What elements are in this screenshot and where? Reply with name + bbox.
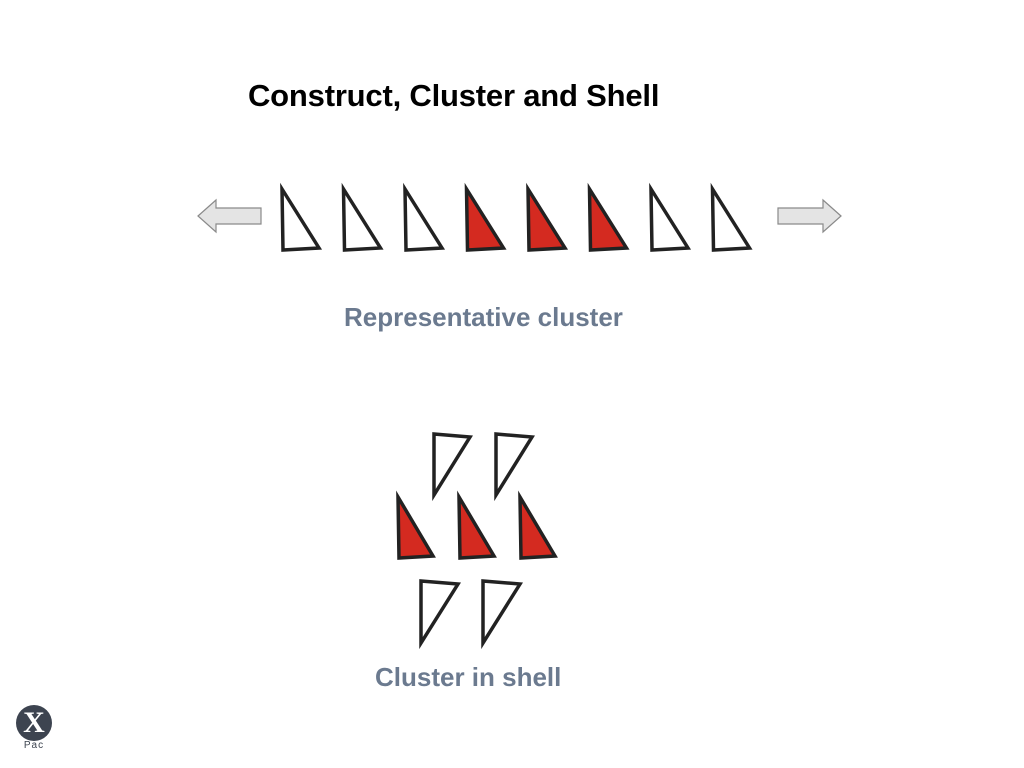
logo-circle-icon: X bbox=[16, 705, 52, 741]
shell-bottom-triangle-1 bbox=[419, 579, 462, 650]
logo-subtext: Pac bbox=[23, 740, 45, 751]
row-triangle-7 bbox=[649, 182, 692, 252]
shell-top-triangle-1 bbox=[432, 432, 473, 502]
row-triangle-2 bbox=[341, 182, 384, 252]
logo-letter: X bbox=[23, 706, 45, 739]
cluster-in-shell-caption: Cluster in shell bbox=[375, 662, 562, 692]
row-triangle-5 bbox=[526, 182, 569, 252]
representative-row bbox=[280, 182, 753, 252]
shell-middle-triangle-2 bbox=[457, 490, 497, 560]
representative-cluster-caption: Representative cluster bbox=[344, 302, 623, 332]
slide-title: Construct, Cluster and Shell bbox=[248, 78, 660, 113]
shell-middle-triangle-1 bbox=[396, 490, 436, 560]
shell-middle-triangle-3 bbox=[518, 490, 558, 560]
cluster-shell bbox=[396, 432, 558, 650]
xpac-logo: X Pac bbox=[14, 705, 56, 755]
row-triangle-8 bbox=[710, 182, 753, 252]
row-triangle-6 bbox=[587, 182, 630, 252]
row-triangle-3 bbox=[403, 182, 446, 252]
left-arrow-icon bbox=[197, 198, 262, 234]
shell-top-triangle-2 bbox=[494, 432, 535, 502]
right-arrow-icon bbox=[777, 198, 842, 234]
row-triangle-4 bbox=[464, 182, 507, 252]
row-triangle-1 bbox=[280, 182, 323, 252]
shell-bottom-triangle-2 bbox=[481, 579, 524, 650]
